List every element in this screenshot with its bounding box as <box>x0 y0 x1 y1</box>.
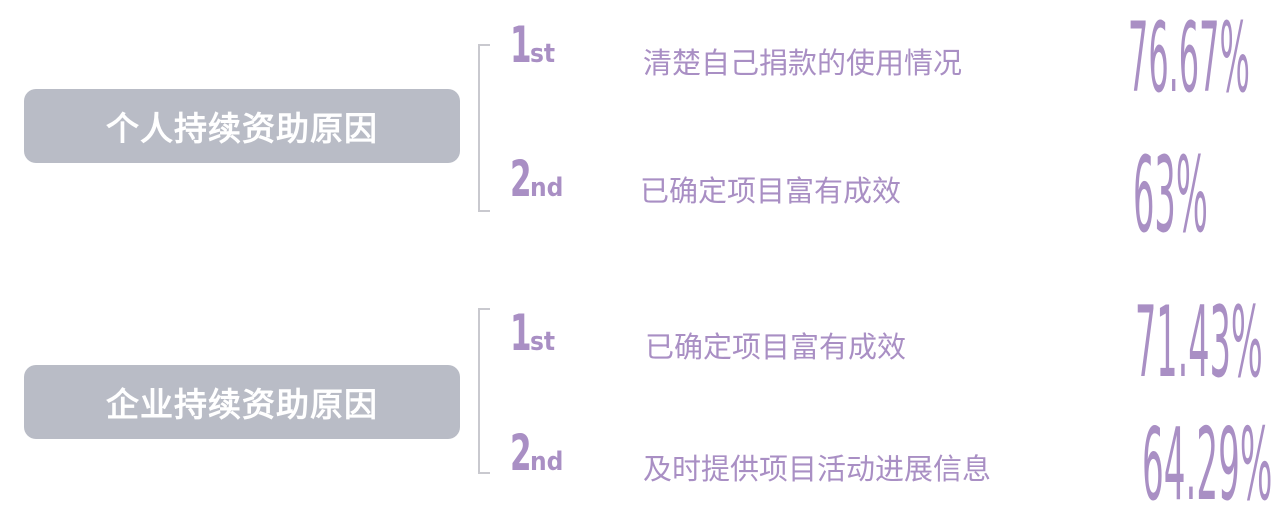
individual-rank-1-row: 1st 清楚自己捐款的使用情况 76.67% <box>0 2 1280 114</box>
individual-rank-2-row: 2nd 已确定项目富有成效 63% <box>0 134 1280 256</box>
rank-number: 2 <box>510 150 532 208</box>
rank-suffix: nd <box>530 447 564 477</box>
percentage-value: 64.29% <box>1142 406 1273 523</box>
rank-suffix: nd <box>530 173 564 203</box>
reason-text: 及时提供项目活动进展信息 <box>643 452 992 486</box>
rank-suffix: st <box>530 39 556 69</box>
enterprise-rank-2-row: 2nd 及时提供项目活动进展信息 64.29% <box>0 406 1280 523</box>
rank-suffix: st <box>530 327 556 357</box>
rank-number: 1 <box>510 16 532 74</box>
enterprise-bracket <box>478 308 490 474</box>
rank-number: 2 <box>510 424 532 482</box>
individual-reasons-group: 个人持续资助原因 1st 清楚自己捐款的使用情况 76.67% 2nd 已确定项… <box>0 0 1280 256</box>
reason-text: 清楚自己捐款的使用情况 <box>643 46 963 80</box>
percentage-value: 63% <box>1133 134 1208 256</box>
rank-badge: 2nd <box>510 424 567 482</box>
percentage-value: 76.67% <box>1128 2 1250 114</box>
rank-badge: 1st <box>510 16 558 74</box>
enterprise-rank-1-row: 1st 已确定项目富有成效 71.43% <box>0 286 1280 400</box>
reason-text: 已确定项目富有成效 <box>645 330 907 364</box>
rank-number: 1 <box>510 304 532 362</box>
individual-reasons-label: 个人持续资助原因 <box>24 89 460 163</box>
individual-bracket <box>478 44 490 212</box>
reason-text: 已确定项目富有成效 <box>640 174 902 208</box>
percentage-value: 71.43% <box>1135 286 1263 400</box>
enterprise-reasons-label: 企业持续资助原因 <box>24 365 460 439</box>
enterprise-reasons-group: 企业持续资助原因 1st 已确定项目富有成效 71.43% 2nd 及时提供项目… <box>0 276 1280 523</box>
rank-badge: 2nd <box>510 150 567 208</box>
rank-badge: 1st <box>510 304 558 362</box>
